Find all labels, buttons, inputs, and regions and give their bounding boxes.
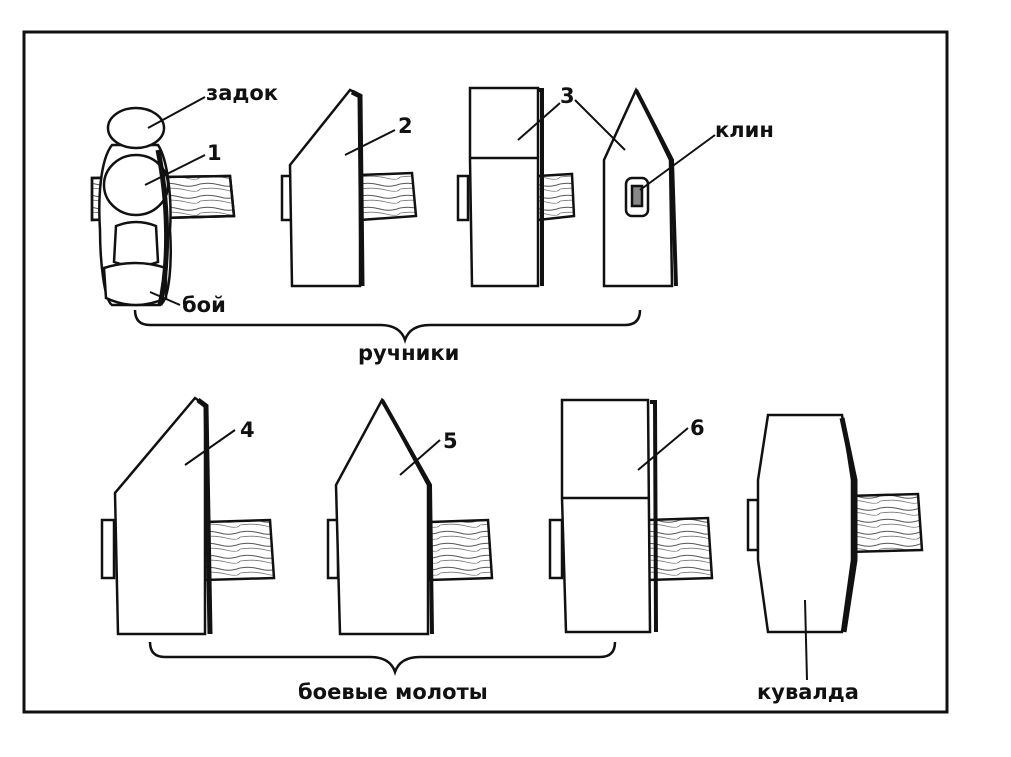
caption-boevye-moloty: боевые молоты <box>298 680 488 704</box>
hammer-2 <box>280 88 418 288</box>
sledgehammer-head <box>756 413 854 634</box>
handle-2 <box>358 171 418 222</box>
hammer-6-head <box>560 398 652 634</box>
label-3: 3 <box>560 84 575 108</box>
bracket-ruchniki <box>133 309 642 344</box>
handle-kuvalda <box>846 492 924 554</box>
hammer-3a-head <box>468 86 540 288</box>
hammer-6 <box>548 398 714 634</box>
label-5: 5 <box>443 429 458 453</box>
hammer-3b <box>602 87 678 288</box>
leaders-bottom <box>184 427 808 681</box>
label-boy: бой <box>182 293 226 317</box>
hammer-2-head <box>288 88 362 288</box>
handle-5 <box>428 518 494 582</box>
label-1: 1 <box>207 141 222 165</box>
hammer-5 <box>326 397 494 636</box>
hammer-1-peen <box>106 106 166 150</box>
leaders-top <box>144 96 716 306</box>
caption-ruchniki: ручники <box>358 341 459 365</box>
caption-kuvalda: кувалда <box>757 680 859 704</box>
hammer-1 <box>90 106 236 307</box>
diagram-frame <box>22 30 949 714</box>
label-2: 2 <box>398 114 413 138</box>
label-klin: клин <box>715 118 774 142</box>
bracket-boevye <box>148 641 617 676</box>
label-6: 6 <box>690 416 705 440</box>
hammer-5-head <box>334 397 430 636</box>
sledgehammer <box>746 413 924 634</box>
label-4: 4 <box>240 418 255 442</box>
hammer-4-head <box>113 396 207 636</box>
label-zadok: задок <box>206 81 278 105</box>
handle-4 <box>203 518 276 582</box>
hammer-4 <box>100 396 276 636</box>
hammer-3a <box>456 86 576 288</box>
